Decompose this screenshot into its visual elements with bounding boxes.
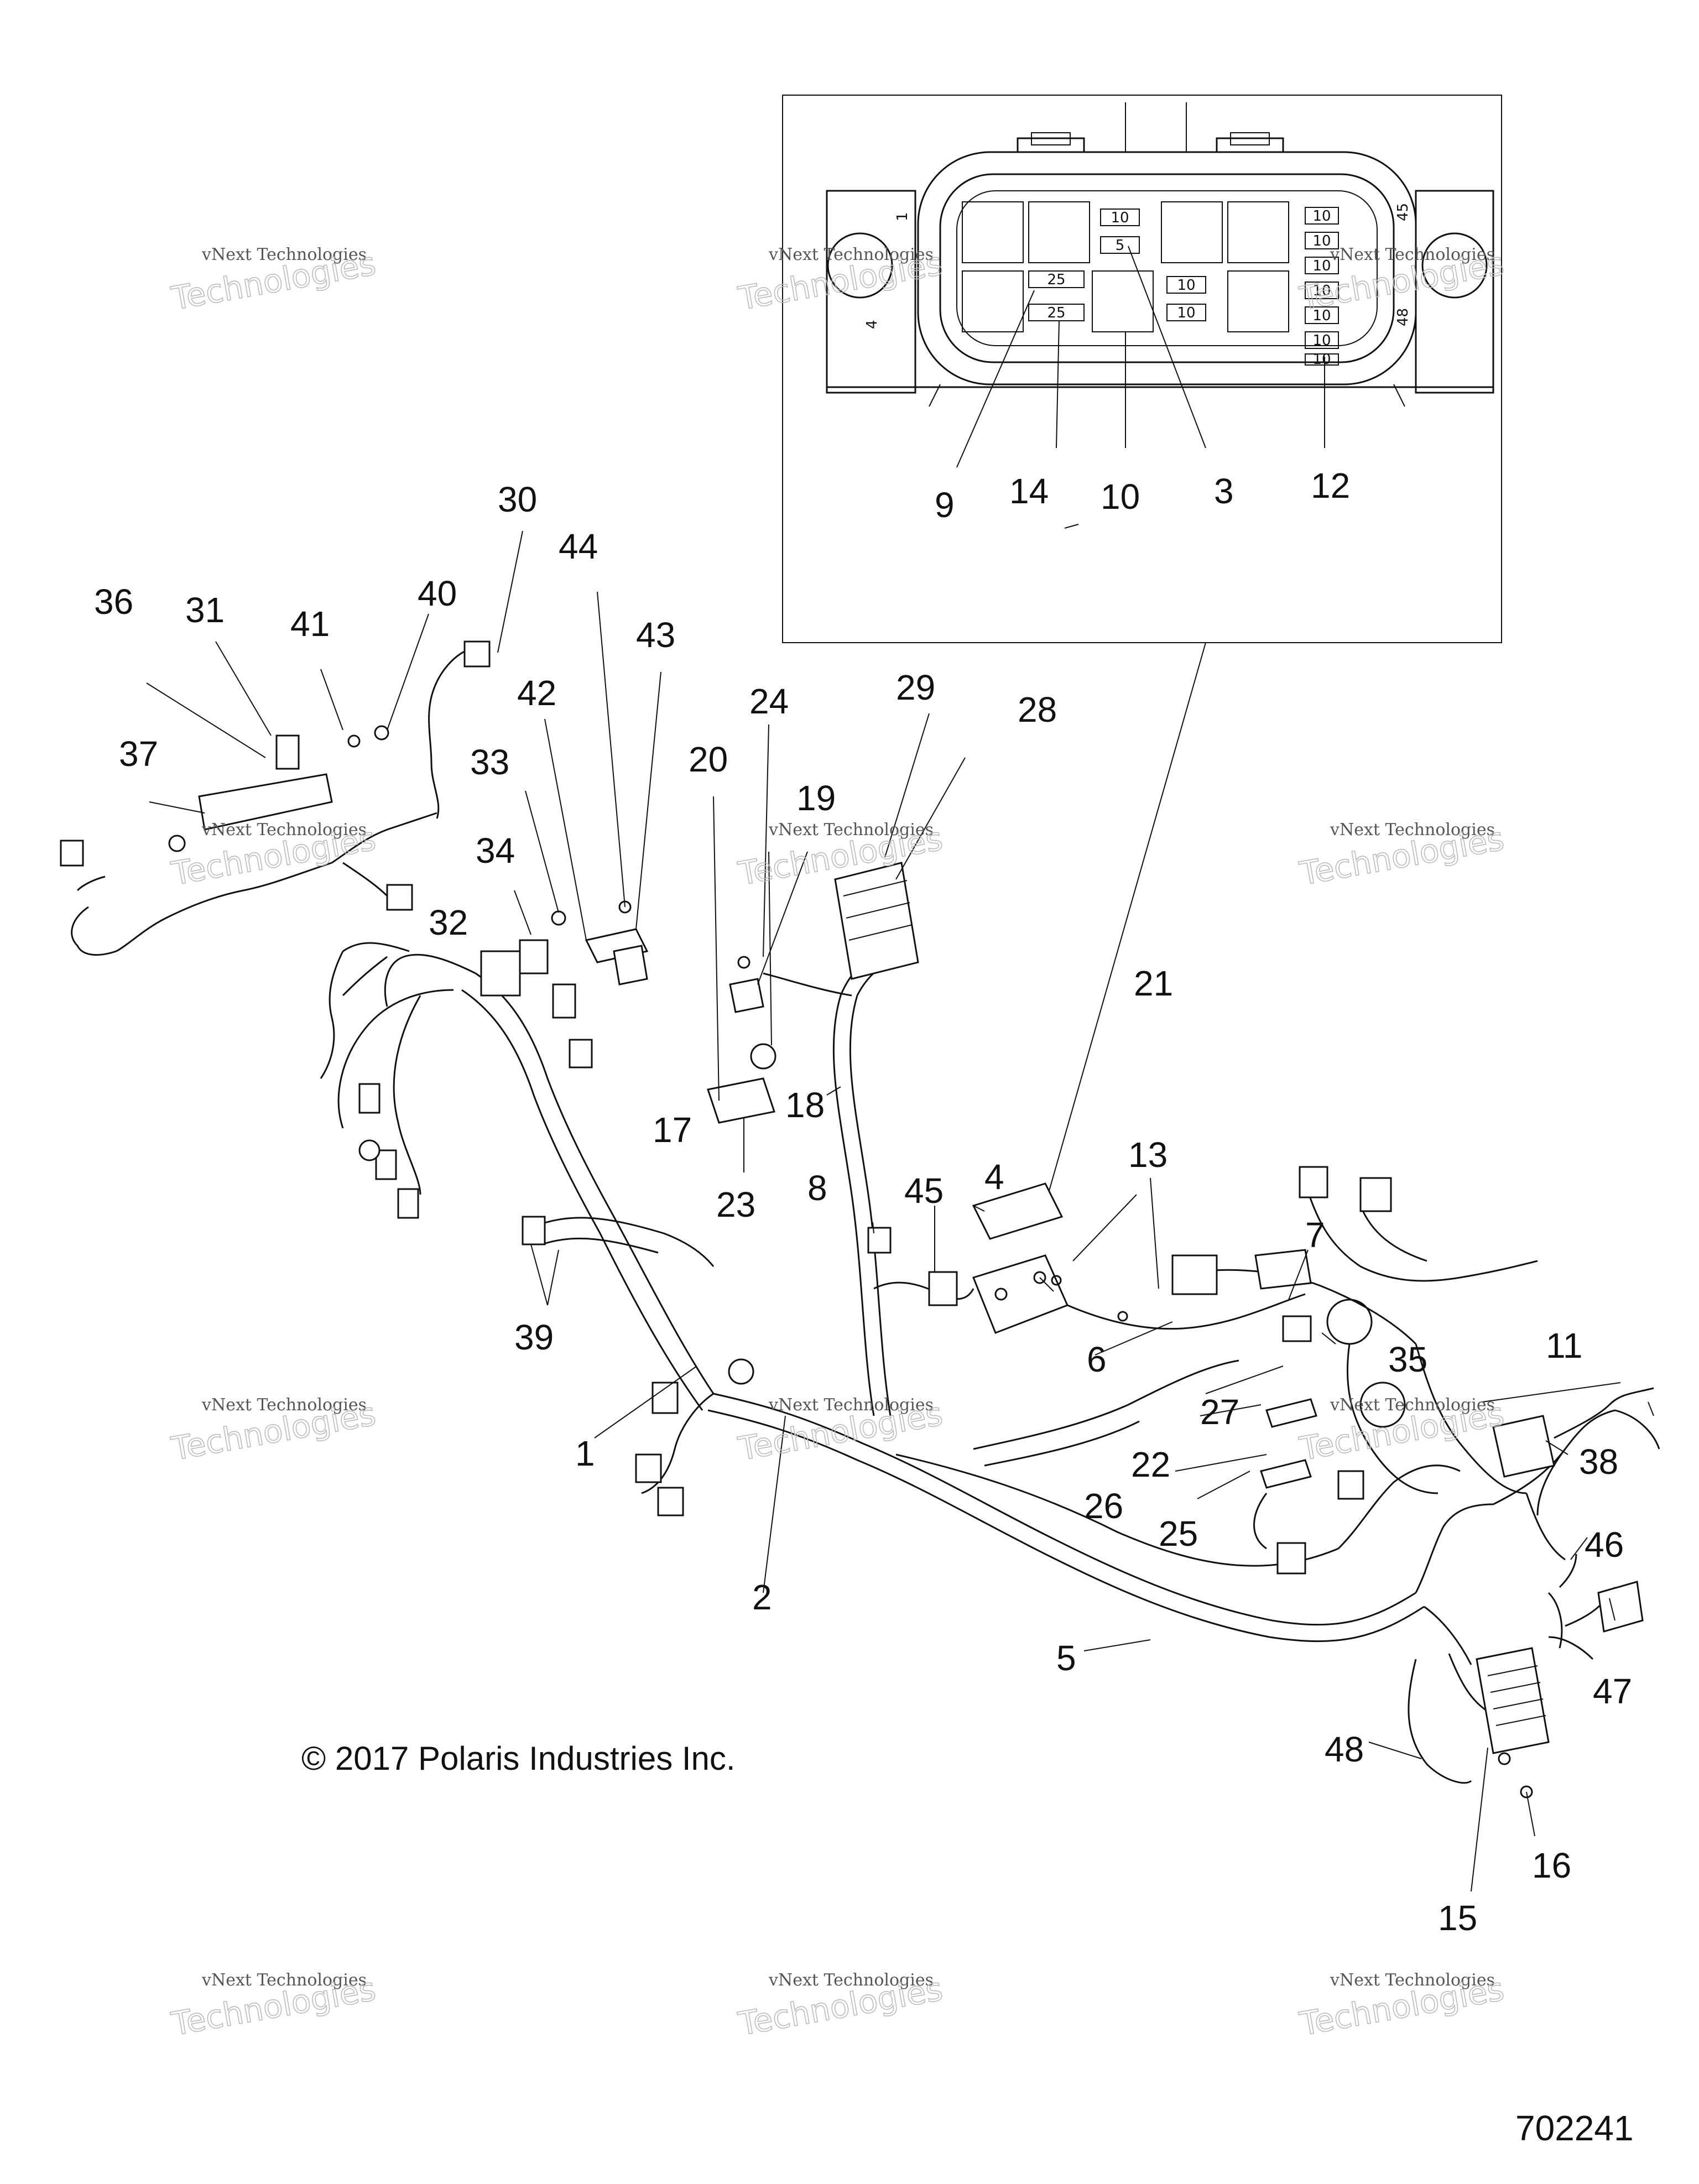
fuse-label: 10 [1312,208,1331,225]
fuse-label: 5 [1116,237,1125,254]
watermark: vNext Technologies Technologies [735,1969,946,2043]
callout-15: 15 [1438,1898,1477,1938]
watermark: vNext Technologies Technologies [168,819,379,893]
drawing-number: 702241 [1515,2108,1634,2148]
callout-45: 45 [904,1171,944,1211]
callout-47: 47 [1593,1671,1632,1711]
callout-24: 24 [749,681,789,721]
callout-4: 4 [984,1157,1004,1197]
svg-text:vNext Technologies: vNext Technologies [768,245,934,264]
callout-22: 22 [1131,1445,1170,1484]
callout-32: 32 [429,903,468,942]
fuse-label: 10 [1312,258,1331,274]
svg-text:vNext Technologies: vNext Technologies [1330,820,1495,840]
callout-28: 28 [1018,690,1057,729]
callout-3: 3 [1214,471,1234,511]
callout-29: 29 [896,668,935,707]
svg-text:vNext Technologies: vNext Technologies [201,245,367,264]
fuse-label: 10 [1312,283,1331,299]
callout-26: 26 [1084,1486,1123,1526]
watermark: vNext Technologies Technologies [1296,244,1507,317]
fuse-grid: 10 5 25 25 10 10 10 10 10 10 10 10 10 [1028,207,1339,368]
callout-40: 40 [418,574,457,613]
svg-text:vNext Technologies: vNext Technologies [201,1395,367,1415]
callout-21: 21 [1134,963,1173,1003]
side-marking: 4 [864,320,880,329]
leader-lines [146,530,1621,1892]
fuse-label: 10 [1312,233,1331,249]
callout-19: 19 [796,778,836,818]
watermark: vNext Technologies Technologies [1296,1394,1507,1468]
callout-14: 14 [1009,471,1049,511]
callout-8: 8 [807,1168,827,1208]
fuse-label: 10 [1177,277,1195,294]
callout-1: 1 [575,1434,595,1473]
callout-11: 11 [1546,1326,1582,1365]
callout-33: 33 [470,742,509,782]
fuse-label: 10 [1312,351,1331,368]
svg-text:vNext Technologies: vNext Technologies [1330,245,1495,264]
side-marking: 48 [1395,308,1411,326]
callout-13: 13 [1128,1135,1168,1175]
fuse-label: 25 [1047,305,1065,321]
callout-6: 6 [1087,1339,1107,1379]
watermark: vNext Technologies Technologies [168,1969,379,2043]
callout-41: 41 [290,604,330,644]
callout-18: 18 [785,1085,825,1125]
callout-36: 36 [94,582,133,622]
watermark: vNext Technologies Technologies [735,244,946,317]
svg-text:vNext Technologies: vNext Technologies [201,1971,367,1990]
svg-text:vNext Technologies: vNext Technologies [201,820,367,840]
svg-text:vNext Technologies: vNext Technologies [768,1971,934,1990]
callout-17: 17 [653,1110,692,1150]
inset-frame [782,95,1502,643]
svg-text:vNext Technologies: vNext Technologies [1330,1395,1495,1415]
callout-35: 35 [1388,1339,1427,1379]
callout-labels: 1 2 3 4 5 6 7 8 9 10 11 12 13 14 15 16 1… [94,466,1632,1938]
svg-text:vNext Technologies: vNext Technologies [768,820,934,840]
callout-9: 9 [935,485,955,525]
callout-27: 27 [1200,1392,1239,1432]
callout-46: 46 [1585,1525,1624,1565]
callout-5: 5 [1056,1638,1076,1678]
side-marking: 1 [894,212,911,221]
fuse-label: 10 [1111,210,1129,226]
callout-38: 38 [1579,1442,1618,1482]
watermark: vNext Technologies Technologies [168,244,379,317]
watermark: vNext Technologies Technologies [1296,819,1507,893]
callout-30: 30 [498,479,537,519]
watermark: vNext Technologies Technologies [735,1394,946,1468]
callout-7: 7 [1305,1215,1325,1255]
callout-10: 10 [1101,477,1140,517]
callout-31: 31 [185,590,225,630]
fuse-label: 10 [1312,332,1331,349]
main-harness [60,640,1660,1799]
callout-43: 43 [636,615,675,655]
callout-25: 25 [1159,1514,1198,1554]
callout-39: 39 [514,1317,554,1357]
regulator [1476,1647,1550,1754]
callout-20: 20 [689,739,728,779]
callout-34: 34 [476,831,515,871]
watermark: vNext Technologies Technologies [1296,1969,1507,2043]
side-marking: 45 [1395,203,1411,221]
callout-2: 2 [752,1577,772,1617]
fuse-label: 10 [1312,307,1331,324]
svg-text:vNext Technologies: vNext Technologies [768,1395,934,1415]
callout-42: 42 [517,673,556,713]
fuse-box-inset: 10 5 25 25 10 10 10 10 10 10 10 10 10 1 … [782,95,1502,1195]
copyright-notice: © 2017 Polaris Industries Inc. [301,1740,736,1777]
callout-37: 37 [119,734,158,774]
fuse-label: 10 [1177,305,1195,321]
svg-text:vNext Technologies: vNext Technologies [1330,1971,1495,1990]
fuse-label: 25 [1047,272,1065,288]
callout-16: 16 [1532,1846,1571,1885]
callout-23: 23 [716,1185,755,1224]
callout-12: 12 [1311,466,1350,505]
callout-44: 44 [559,527,598,566]
ecu-module [834,862,919,980]
callout-48: 48 [1325,1729,1364,1769]
watermark: vNext Technologies Technologies [168,1394,379,1468]
